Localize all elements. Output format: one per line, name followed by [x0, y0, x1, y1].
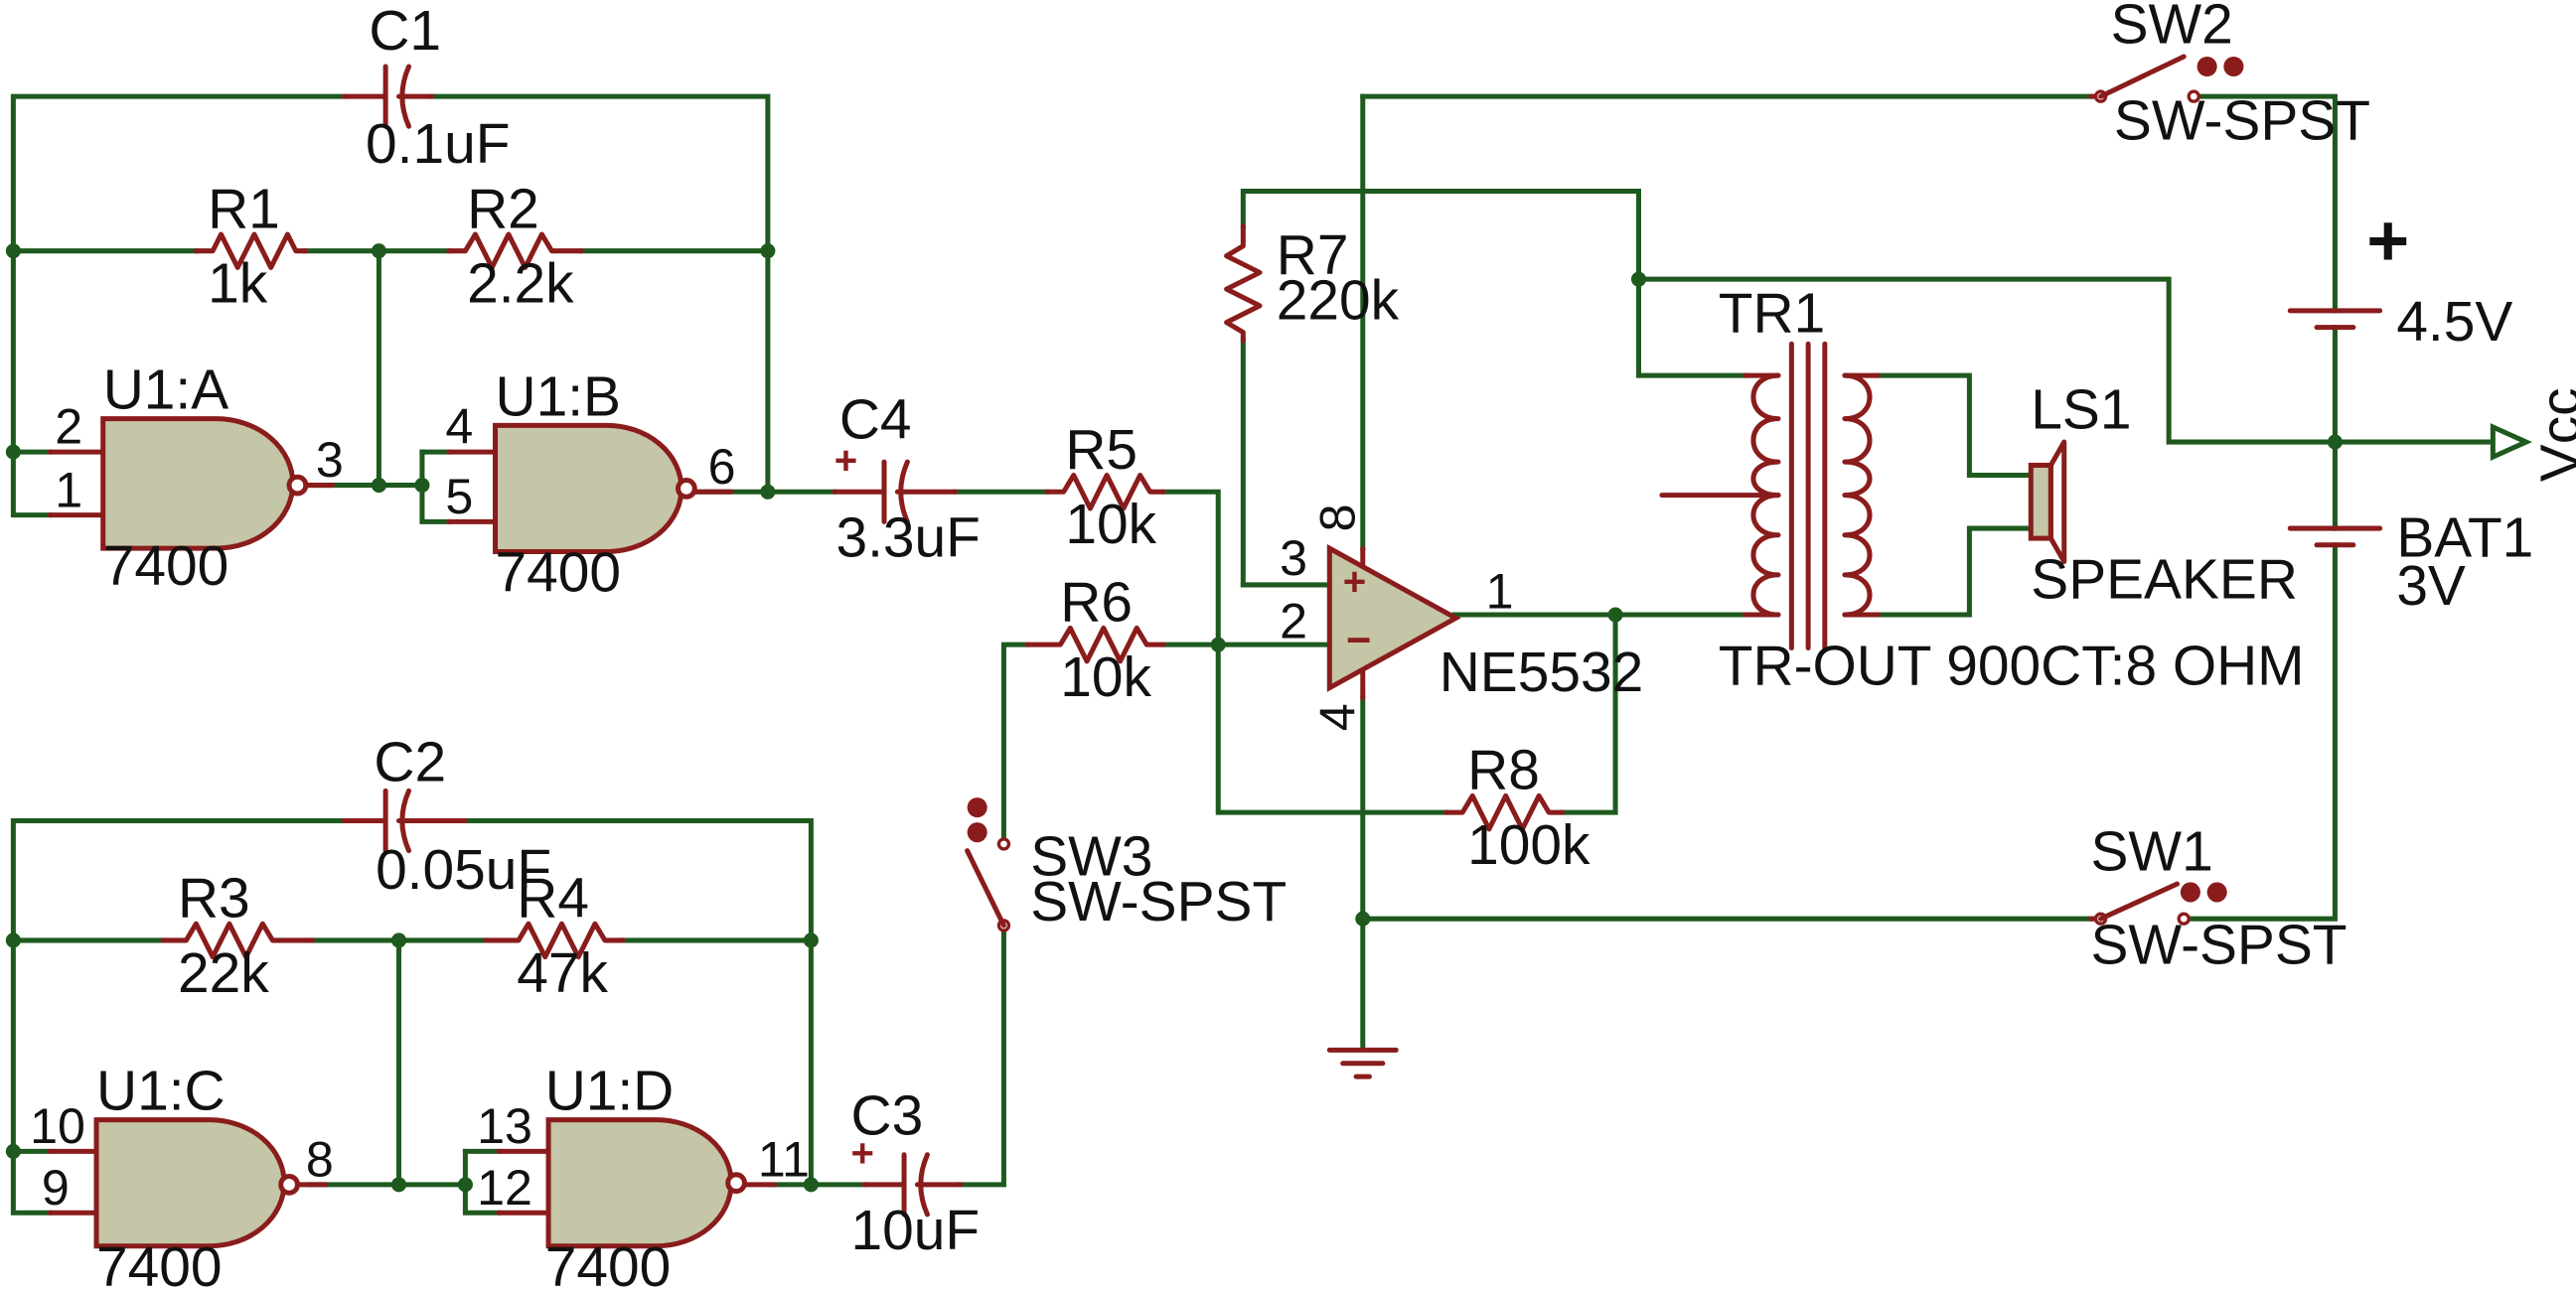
c3-ref: C3: [851, 1085, 924, 1148]
u1c-part: 7400: [96, 1236, 223, 1291]
resistor-r7: R7 220k: [1224, 223, 1400, 344]
u1b-part: 7400: [496, 542, 622, 605]
sw1-ref: SW1: [2091, 821, 2213, 884]
r5-ref: R5: [1065, 419, 1137, 482]
svg-text:+: +: [2366, 200, 2409, 282]
nand-gate-u1c: U1:C 7400 10 9 8: [30, 1061, 334, 1291]
r1-ref: R1: [208, 178, 280, 240]
sw3-ref: SW3: [1030, 826, 1152, 889]
u1a-ref: U1:A: [103, 359, 228, 422]
vcc-label: Vcc: [2529, 387, 2576, 482]
sw1-value: SW-SPST: [2091, 914, 2348, 976]
battery-4v5-value: 4.5V: [2396, 291, 2512, 354]
r7-value: 220k: [1277, 269, 1400, 332]
battery-bat1: BAT1 3V: [2287, 506, 2533, 618]
r8-ref: R8: [1467, 740, 1540, 802]
c4-value: 3.3uF: [835, 506, 980, 569]
u1a-pin-2: 2: [55, 399, 82, 455]
c3-value: 10uF: [851, 1200, 981, 1262]
u1d-part: 7400: [545, 1236, 672, 1291]
resistor-r5: R5 10k: [1044, 419, 1166, 556]
switch-sw3[interactable]: SW3 SW-SPST: [965, 797, 1288, 933]
switch-sw2[interactable]: SW2 SW-SPST: [2088, 0, 2370, 153]
u1d-pin-11: 11: [758, 1131, 810, 1187]
svg-text:+: +: [834, 438, 857, 483]
resistor-r1: R1 1k: [193, 178, 309, 316]
resistor-r8: R8 100k: [1442, 740, 1591, 877]
u1c-pin-9: 9: [42, 1160, 70, 1216]
r6-value: 10k: [1060, 646, 1151, 709]
speaker-ls1: LS1 SPEAKER: [2028, 379, 2298, 611]
capacitor-c3: + C3 10uF: [851, 1085, 981, 1262]
capacitor-c4: + C4 3.3uF: [832, 389, 981, 569]
c1-value: 0.1uF: [366, 113, 510, 176]
u1d-ref: U1:D: [545, 1061, 675, 1123]
u1c-ref: U1:C: [96, 1061, 226, 1123]
r1-value: 1k: [208, 253, 268, 316]
c2-value: 0.05uF: [376, 839, 551, 902]
vcc-terminal: Vcc: [2490, 387, 2576, 482]
u1a-part: 7400: [103, 535, 229, 598]
battery-4v5: + 4.5V: [2287, 200, 2512, 354]
transformer-tr1: TR1 TR-OUT 900CT:8 OHM: [1659, 283, 2305, 697]
opamp-pin-8: 8: [1309, 503, 1365, 531]
junction-dots: [5, 243, 2343, 1193]
bat1-ref: BAT1: [2396, 506, 2533, 569]
r5-value: 10k: [1065, 494, 1156, 556]
r4-ref: R4: [517, 868, 589, 931]
opamp-part: NE5532: [1440, 642, 1643, 704]
opamp-pin-1: 1: [1486, 563, 1514, 619]
opamp-pin-2: 2: [1280, 593, 1307, 648]
capacitor-c1: C1 0.1uF: [341, 0, 510, 176]
r7-ref: R7: [1277, 224, 1349, 287]
ls1-value: SPEAKER: [2031, 548, 2298, 611]
u1d-pin-12: 12: [477, 1160, 532, 1216]
switch-sw1[interactable]: SW1 SW-SPST: [2088, 821, 2348, 977]
sw3-value: SW-SPST: [1030, 871, 1287, 933]
u1d-pin-13: 13: [477, 1098, 532, 1154]
resistor-r6: R6 10k: [1024, 572, 1166, 709]
u1b-pin-6: 6: [708, 439, 736, 495]
tr1-ref: TR1: [1719, 283, 1825, 346]
u1a-pin-1: 1: [55, 462, 82, 517]
u1c-pin-8: 8: [306, 1131, 334, 1187]
resistor-r4: R4 47k: [482, 868, 626, 1005]
u1a-pin-3: 3: [316, 432, 344, 488]
nand-gate-u1d: U1:D 7400 13 12 11: [477, 1061, 810, 1291]
r3-ref: R3: [178, 868, 250, 931]
r2-ref: R2: [467, 178, 539, 240]
c1-ref: C1: [369, 0, 441, 63]
svg-text:−: −: [1346, 617, 1371, 664]
r3-value: 22k: [178, 942, 269, 1005]
u1c-pin-10: 10: [30, 1098, 85, 1154]
r8-value: 100k: [1467, 814, 1591, 877]
capacitor-c2: C2 0.05uF: [341, 731, 551, 902]
u1b-ref: U1:B: [496, 365, 621, 428]
c2-ref: C2: [374, 731, 446, 793]
svg-text:+: +: [1343, 559, 1366, 604]
opamp-ne5532: + − 3 2 1 8 4 NE5532: [1280, 503, 1643, 731]
r2-value: 2.2k: [467, 253, 574, 316]
bat1-value: 3V: [2396, 555, 2466, 618]
svg-text:+: +: [851, 1130, 874, 1175]
r4-value: 47k: [517, 942, 608, 1005]
opamp-pin-4: 4: [1309, 703, 1365, 731]
resistor-r3: R3 22k: [160, 868, 316, 1005]
opamp-pin-3: 3: [1280, 530, 1307, 586]
sw2-ref: SW2: [2111, 0, 2233, 57]
u1b-pin-5: 5: [445, 469, 473, 524]
u1b-pin-4: 4: [445, 399, 473, 455]
nand-gate-u1a: U1:A 7400 2 1 3: [47, 359, 344, 598]
ground-symbol: [1326, 1047, 1399, 1079]
c4-ref: C4: [839, 389, 912, 452]
nand-gate-u1b: U1:B 7400 4 6 5 6: [445, 365, 735, 604]
r6-ref: R6: [1060, 572, 1133, 635]
sw2-value: SW-SPST: [2114, 90, 2370, 153]
tr1-value: TR-OUT 900CT:8 OHM: [1719, 635, 2305, 697]
resistor-r2: R2 2.2k: [446, 178, 585, 316]
ls1-ref: LS1: [2031, 379, 2131, 442]
